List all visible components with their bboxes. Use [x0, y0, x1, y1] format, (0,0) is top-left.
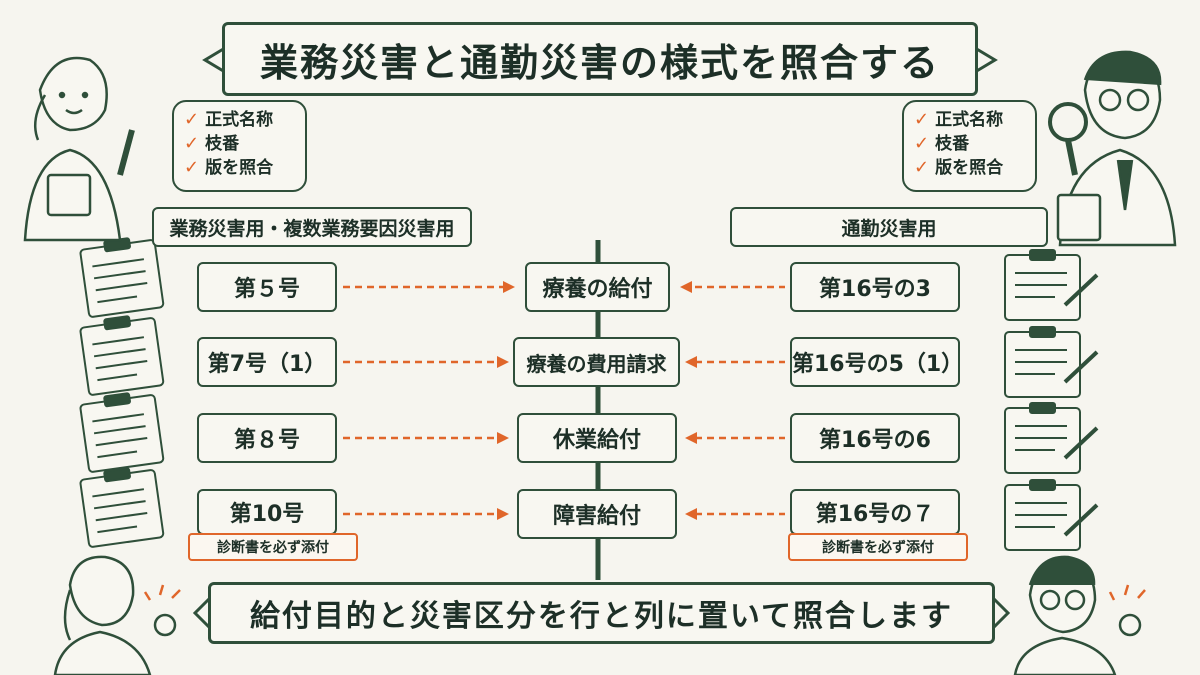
footer-banner: 給付目的と災害区分を行と列に置いて照合します	[208, 582, 995, 644]
checkmark-icon: ✓	[184, 109, 200, 130]
left-column-header: 業務災害用・複数業務要因災害用	[152, 207, 472, 247]
left-form-row-4: 第10号	[197, 489, 337, 535]
arrows-left	[343, 285, 505, 516]
checklist-item: 版を照合	[205, 158, 274, 178]
checkmark-icon: ✓	[914, 133, 930, 154]
checkmark-icon: ✓	[914, 109, 930, 130]
left-form-row-3: 第８号	[197, 413, 337, 463]
person-icon	[53, 555, 181, 675]
center-benefit-row-2: 療養の費用請求	[513, 337, 680, 387]
right-form-row-2: 第16号の5（1）	[790, 337, 963, 387]
checklist-bubble-left: ✓正式名称 ✓枝番 ✓版を照合	[172, 100, 307, 192]
checkmark-icon: ✓	[184, 133, 200, 154]
center-benefit-row-4: 障害給付	[517, 489, 677, 539]
checklist-item: 枝番	[205, 134, 240, 154]
person-icon	[1013, 555, 1146, 675]
right-column-header: 通勤災害用	[730, 207, 1048, 247]
page-title: 業務災害と通勤災害の様式を照合する	[222, 22, 978, 96]
checklist-item: 正式名称	[205, 110, 274, 130]
left-form-row-1: 第５号	[197, 262, 337, 312]
checklist-item: 枝番	[935, 134, 970, 154]
note-right: 診断書を必ず添付	[788, 533, 968, 561]
checkmark-icon: ✓	[914, 157, 930, 178]
clipboard-icon	[1004, 249, 1099, 551]
checklist-bubble-right: ✓正式名称 ✓枝番 ✓版を照合	[902, 100, 1037, 192]
right-form-row-4: 第16号の７	[790, 489, 960, 535]
arrows-right	[695, 285, 785, 516]
person-icon	[1048, 50, 1177, 247]
arrowheads-left	[497, 281, 515, 520]
checkmark-icon: ✓	[184, 157, 200, 178]
arrowheads-right	[680, 281, 697, 520]
left-form-row-2: 第7号（1）	[197, 337, 337, 387]
right-form-row-1: 第16号の3	[790, 262, 960, 312]
right-form-row-3: 第16号の6	[790, 413, 960, 463]
note-left: 診断書を必ず添付	[188, 533, 358, 561]
checklist-item: 版を照合	[935, 158, 1004, 178]
center-benefit-row-3: 休業給付	[517, 413, 677, 463]
clipboard-icon	[79, 237, 165, 548]
center-benefit-row-1: 療養の給付	[525, 262, 670, 312]
person-icon	[23, 56, 135, 242]
checklist-item: 正式名称	[935, 110, 1004, 130]
